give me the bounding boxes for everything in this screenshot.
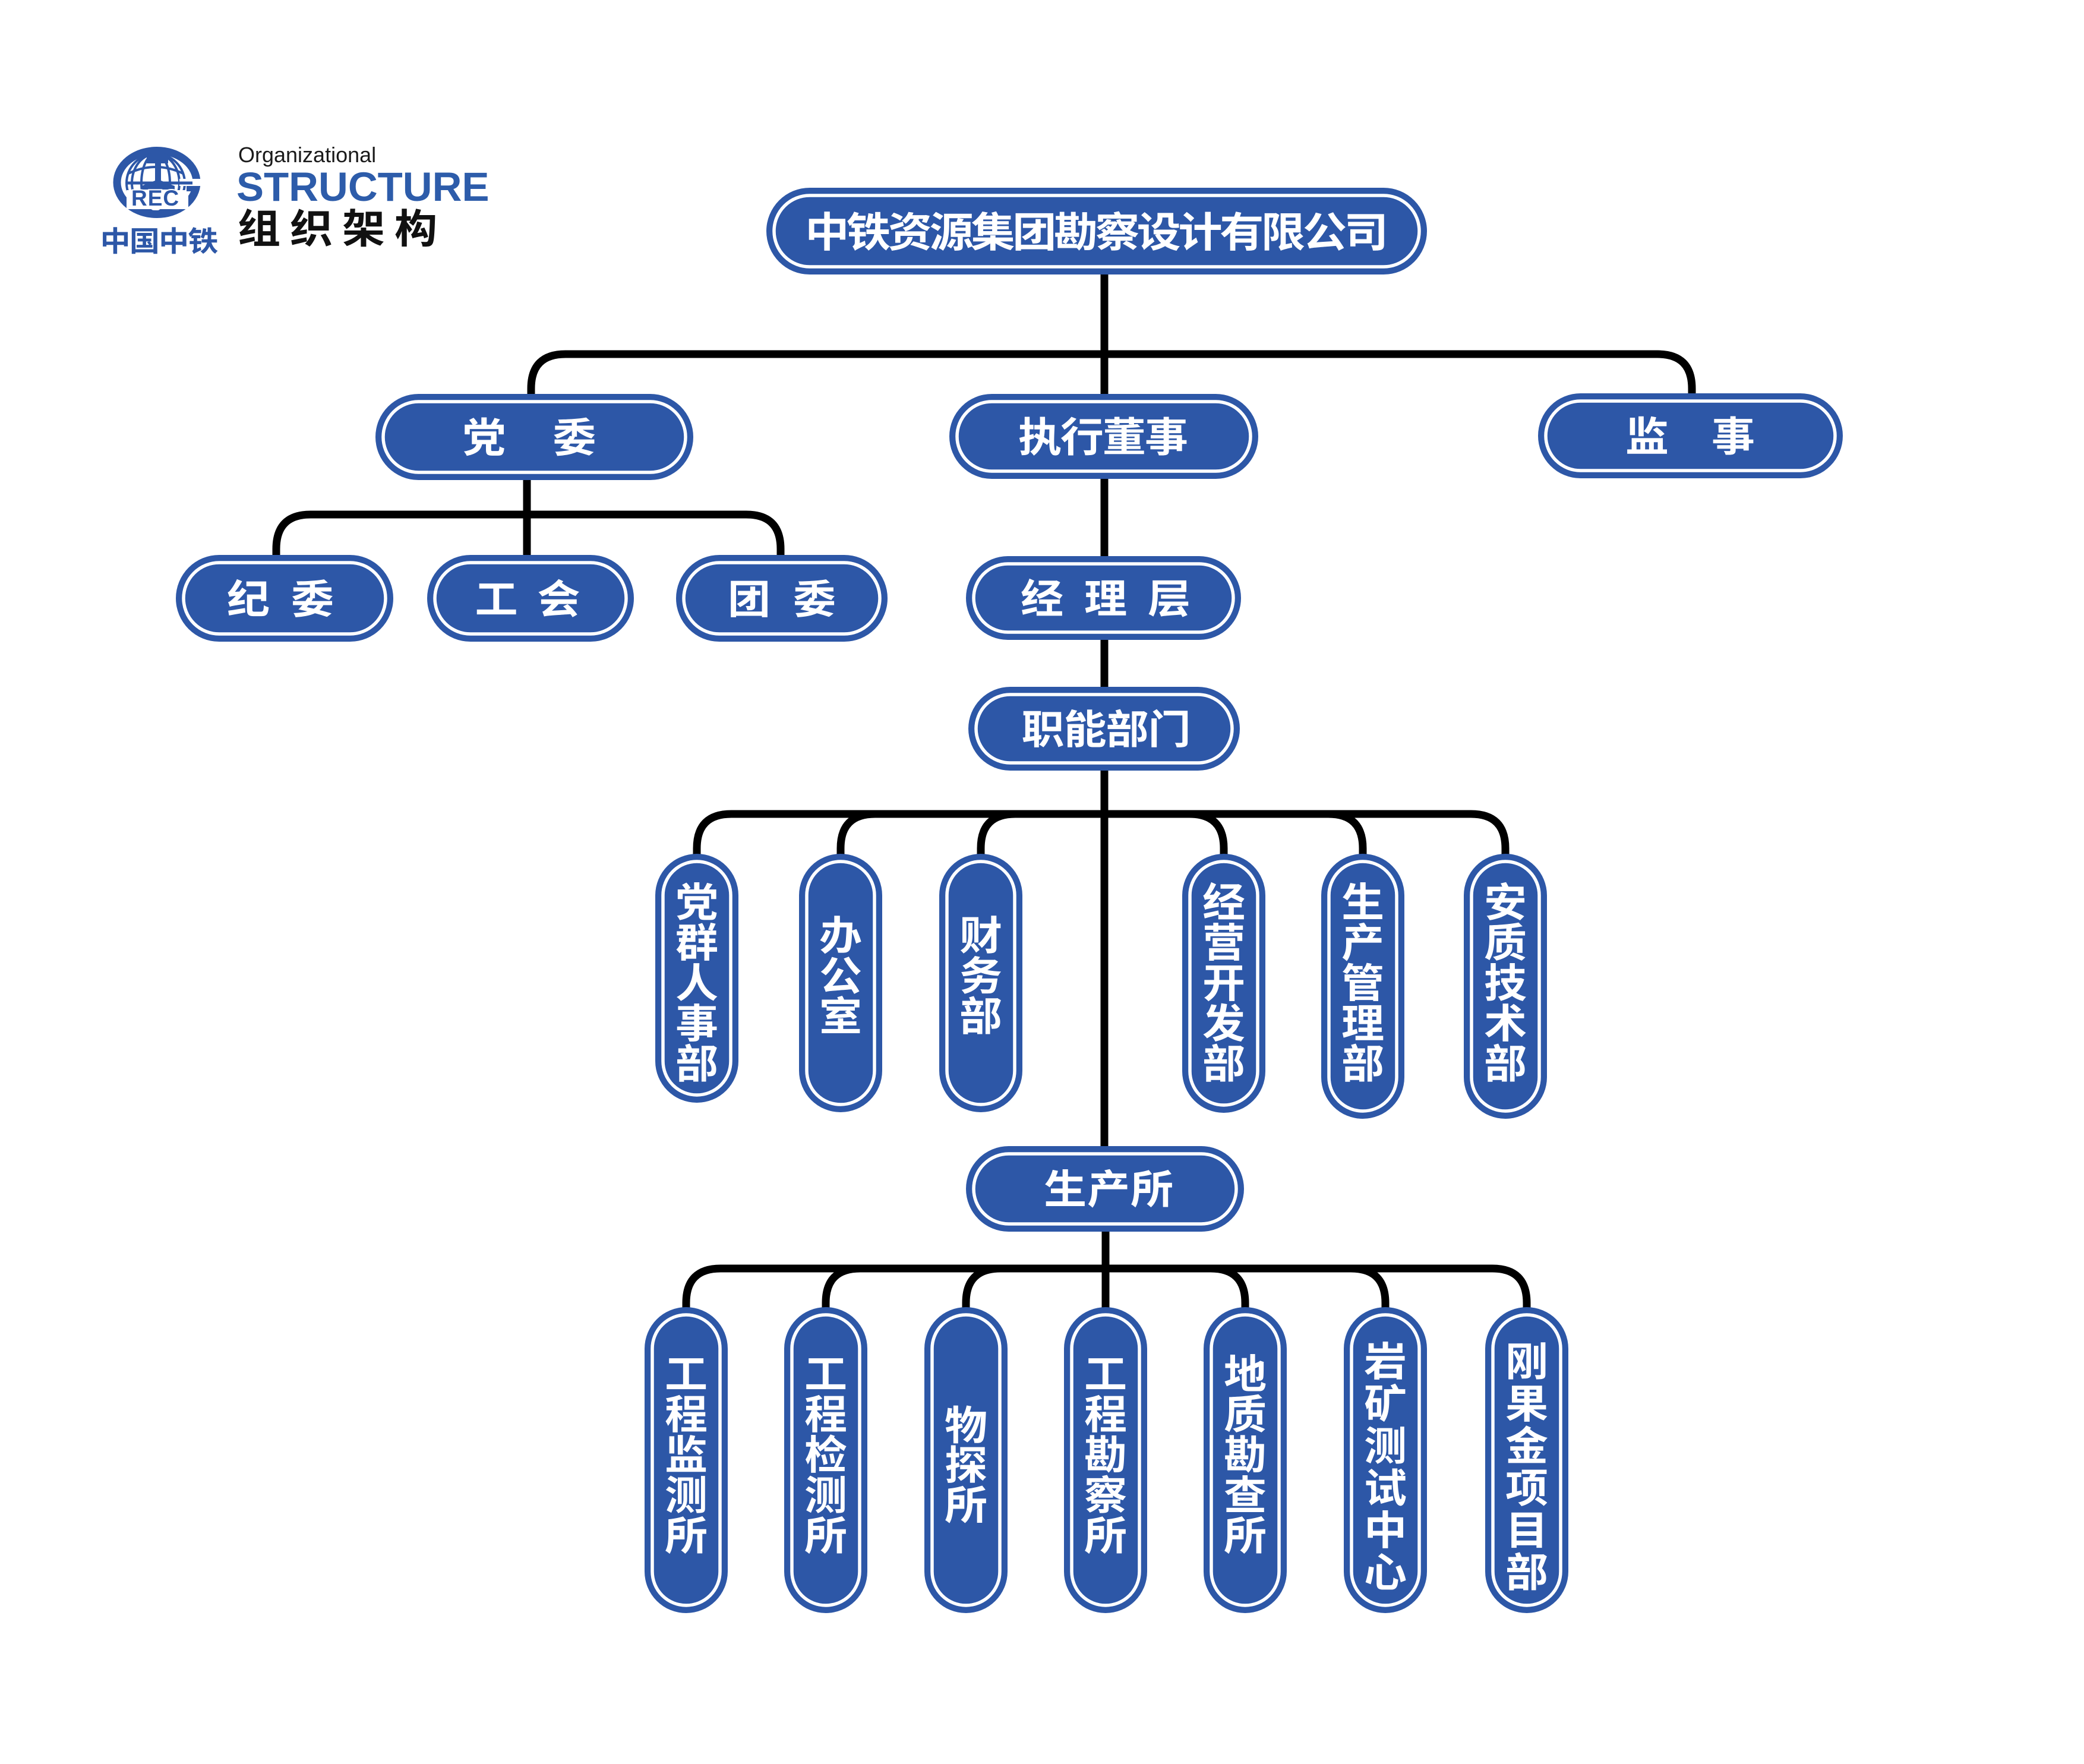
svg-text:REC: REC <box>131 186 179 210</box>
svg-text:STRUCTURE: STRUCTURE <box>236 164 490 210</box>
svg-text:Organizational: Organizational <box>238 143 376 167</box>
